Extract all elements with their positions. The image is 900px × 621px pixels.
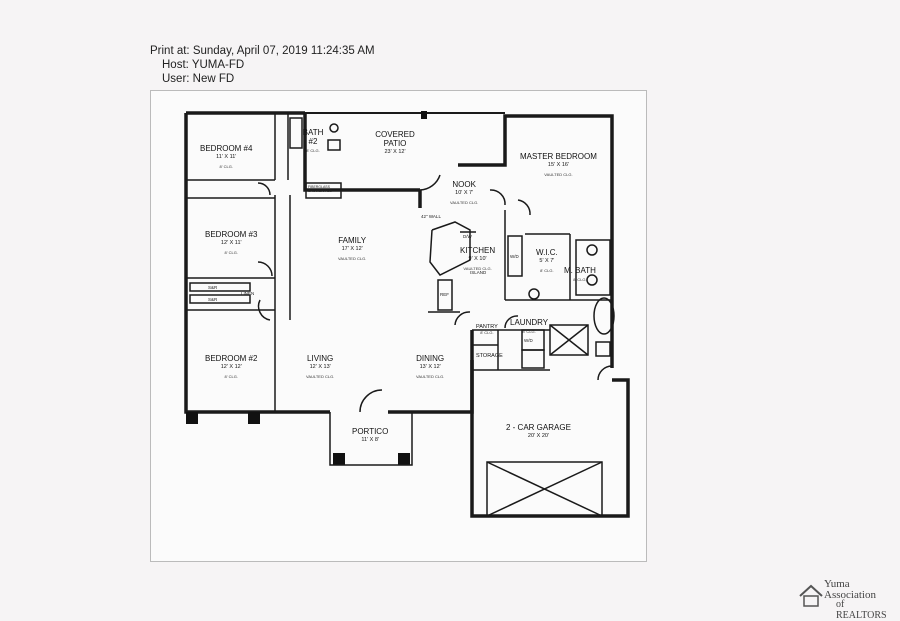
label-island: ISLAND (470, 270, 487, 275)
room-name: KITCHEN (460, 246, 496, 255)
room-name: PORTICO (352, 427, 389, 436)
logo-line-1: Yuma (824, 578, 850, 590)
label-42-wall: 42" WALL (421, 214, 441, 219)
room-dim: 20' X 20' (527, 433, 549, 439)
room-ceiling: 8' CLG. (219, 164, 233, 169)
room-dim: 17' X 12' (341, 246, 363, 252)
print-line: Print at: Sunday, April 07, 2019 11:24:3… (150, 45, 375, 57)
room-name: BEDROOM #3 (205, 230, 258, 239)
room-dim: 12' X 12' (220, 364, 242, 370)
label-linen: LINEN (241, 291, 255, 296)
room-name: BEDROOM #2 (205, 354, 258, 363)
logo-line-2: Association (824, 589, 876, 601)
room-name: COVERED PATIO (375, 130, 415, 148)
room-wic: W.I.C.5' X 7' 8' CLG. (536, 248, 558, 275)
label-wd-2: W/D (524, 338, 533, 343)
room-ceiling: 8' CLG. (573, 277, 587, 282)
room-dim: 5' X 7' (539, 258, 555, 264)
room-dim: 23' X 12' (384, 149, 406, 155)
room-dim: 13' X 12' (419, 364, 441, 370)
host-line: Host: YUMA-FD (162, 59, 245, 71)
label-dishwasher: D/W (463, 234, 472, 239)
realtors-logo: Yuma Association of REALTORS (794, 574, 894, 621)
room-ceiling: VAULTED CLG. (306, 374, 335, 379)
floor-plan-sheet (150, 90, 647, 562)
room-name: M. BATH (564, 266, 596, 275)
label-shelf-rod-2: S&R (208, 297, 218, 302)
room-name: LAUNDRY (510, 318, 549, 327)
room-ceiling: VAULTED CLG. (544, 172, 573, 177)
label-shower-tub: FIBERGLASS SHOWER/TUB (308, 185, 332, 193)
label-shelf-rod-1: S&R (208, 285, 218, 290)
room-name: STORAGE (476, 353, 503, 359)
room-ceiling: VAULTED CLG. (338, 256, 367, 261)
room-dim: 12' X 13' (309, 364, 331, 370)
room-ceiling: 8' CLG. (306, 148, 320, 153)
room-name: FAMILY (338, 236, 367, 245)
room-name: NOOK (452, 180, 476, 189)
label-wd-1: W/D (510, 254, 519, 259)
room-name: BEDROOM #4 (200, 144, 253, 153)
room-ceiling: VAULTED CLG. (416, 374, 445, 379)
room-name: MASTER BEDROOM (520, 152, 597, 161)
room-name: DINING (416, 354, 445, 363)
room-dim: 9' X 10' (468, 256, 487, 262)
room-dim: 12' X 11' (220, 240, 242, 246)
user-line: User: New FD (162, 73, 235, 85)
room-name: PANTRY (476, 324, 498, 330)
print-header: Print at: Sunday, April 07, 2019 11:24:3… (150, 44, 375, 86)
room-name: BATH #2 (302, 128, 324, 146)
room-ceiling: 8' CLG. (522, 329, 536, 334)
room-dim: 11' X 8' (361, 437, 379, 443)
room-ceiling: VAULTED CLG. (450, 200, 479, 205)
room-laundry: LAUNDRY 8' CLG. (510, 318, 548, 336)
room-ceiling: VAULTED CLG. (463, 266, 492, 271)
room-ceiling: 8' CLG. (224, 374, 238, 379)
logo-line-3: of REALTORS (836, 599, 887, 621)
label-refrigerator: REF (440, 292, 449, 297)
room-ceiling: 8' CLG. (480, 330, 494, 335)
room-ceiling: 8' CLG. (224, 250, 238, 255)
room-dim: 10' X 7' (455, 190, 474, 196)
room-storage: STORAGE (476, 352, 503, 361)
house-logo-icon (799, 584, 823, 607)
room-dim: 11' X 11' (216, 154, 237, 160)
room-bath2: BATH #2 8' CLG. (302, 128, 324, 155)
room-name: 2 - CAR GARAGE (506, 423, 571, 432)
room-name: LIVING (307, 354, 334, 363)
room-dim: 15' X 16' (547, 162, 569, 168)
room-name: W.I.C. (536, 248, 558, 257)
room-ceiling: 8' CLG. (540, 268, 554, 273)
room-master-bath: M. BATH 8' CLG. (564, 266, 596, 284)
